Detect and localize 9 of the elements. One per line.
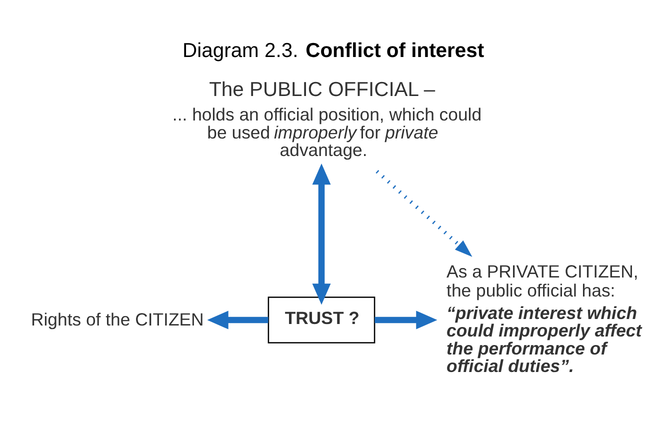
arrow (207, 310, 268, 329)
diagram-title: Diagram 2.3. Conflict of interest (182, 40, 484, 62)
node-text: Rights of the CITIZEN (30, 308, 204, 329)
arrow (376, 170, 472, 256)
arrow (374, 310, 438, 329)
node-text: The PUBLIC OFFICIAL – ... holds an official position, which could be used improperly for private advantage. (172, 78, 482, 160)
node-box: TRUST ? (268, 296, 376, 343)
node-text: As a PRIVATE CITIZEN, the public official has: “private interest which could improperly affect the performance of official duties”. (446, 260, 642, 376)
arrow (312, 163, 331, 304)
